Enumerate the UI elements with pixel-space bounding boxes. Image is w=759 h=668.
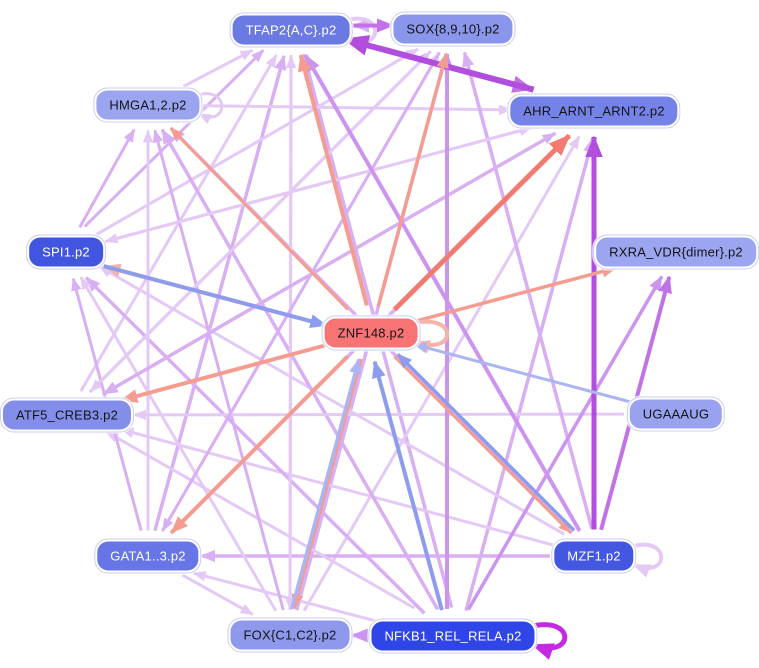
node-mzf1[interactable]: MZF1.p2 bbox=[551, 538, 637, 574]
edge-nfkb-to-znf148 bbox=[372, 360, 444, 611]
node-label: FOX{C1,C2}.p2 bbox=[230, 620, 350, 650]
edge-fox-to-ahr bbox=[302, 135, 581, 612]
node-label: SOX{8,9,10}.p2 bbox=[393, 14, 513, 44]
edge-znf148-to-mzf1 bbox=[393, 355, 572, 534]
node-label: RXRA_VDR{dimer}.p2 bbox=[596, 237, 756, 267]
node-fox[interactable]: FOX{C1,C2}.p2 bbox=[227, 617, 353, 653]
node-hmga[interactable]: HMGA1,2.p2 bbox=[93, 87, 203, 123]
node-tfap2[interactable]: TFAP2{A,C}.p2 bbox=[229, 12, 353, 48]
node-label: AHR_ARNT_ARNT2.p2 bbox=[510, 96, 678, 126]
self-loop-mzf1 bbox=[629, 542, 664, 578]
edge-fox-to-hmga bbox=[152, 129, 285, 611]
edge-mzf1-to-tfap2 bbox=[303, 54, 582, 532]
edge-mzf1-to-spi1 bbox=[98, 265, 565, 536]
edge-znf148-to-tfap2 bbox=[298, 53, 369, 307]
node-atf5[interactable]: ATF5_CREB3.p2 bbox=[0, 397, 135, 433]
edge-nfkb-to-spi1 bbox=[84, 276, 426, 615]
node-gata[interactable]: GATA1..3.p2 bbox=[94, 538, 202, 574]
self-loop-znf148 bbox=[409, 319, 450, 354]
edge-ahr-to-atf5 bbox=[102, 131, 557, 396]
edge-nfkb-to-hmga bbox=[160, 128, 440, 611]
node-rxra[interactable]: RXRA_VDR{dimer}.p2 bbox=[593, 234, 759, 270]
node-label: SPI1.p2 bbox=[29, 237, 103, 267]
edge-spi1-to-hmga bbox=[78, 128, 136, 229]
edge-fox-to-znf148 bbox=[290, 358, 362, 610]
edge-znf148-to-gata bbox=[170, 354, 350, 534]
node-ugaaaug[interactable]: UGAAAUG bbox=[626, 396, 726, 432]
edge-znf148-to-ahr bbox=[392, 133, 572, 312]
node-label: ATF5_CREB3.p2 bbox=[2, 400, 132, 430]
node-label: UGAAAUG bbox=[629, 399, 723, 429]
node-znf148[interactable]: ZNF148.p2 bbox=[321, 315, 421, 351]
node-sox[interactable]: SOX{8,9,10}.p2 bbox=[390, 11, 516, 47]
node-label: MZF1.p2 bbox=[554, 541, 634, 571]
edge-ahr-to-spi1 bbox=[104, 126, 533, 244]
edge-nfkb-to-rxra bbox=[466, 275, 664, 611]
edge-znf148-to-fox bbox=[291, 358, 363, 610]
node-spi1[interactable]: SPI1.p2 bbox=[26, 234, 106, 270]
node-label: TFAP2{A,C}.p2 bbox=[232, 15, 350, 45]
edge-hmga-to-tfap2 bbox=[182, 48, 254, 88]
edge-znf148-to-atf5 bbox=[120, 342, 330, 403]
node-nfkb[interactable]: NFKB1_REL_RELA.p2 bbox=[368, 618, 538, 654]
node-ahr[interactable]: AHR_ARNT_ARNT2.p2 bbox=[507, 93, 681, 129]
edge-znf148-to-sox bbox=[376, 52, 449, 307]
edge-tfap2-to-fox bbox=[284, 54, 296, 610]
edge-gata-to-tfap2 bbox=[153, 54, 287, 532]
edge-gata-to-fox bbox=[181, 573, 254, 616]
node-label: HMGA1,2.p2 bbox=[96, 90, 200, 120]
edge-znf148-to-rxra bbox=[413, 265, 618, 324]
node-label: ZNF148.p2 bbox=[324, 318, 418, 348]
self-loop-hmga bbox=[194, 92, 224, 124]
edge-mzf1-to-znf148 bbox=[396, 353, 576, 532]
edge-ugaaaug-to-atf5 bbox=[133, 409, 625, 421]
edge-fox-to-spi1 bbox=[79, 276, 278, 612]
edge-mzf1-to-atf5 bbox=[120, 427, 555, 547]
edge-sox-to-gata bbox=[161, 51, 441, 532]
node-label: NFKB1_REL_RELA.p2 bbox=[371, 621, 535, 651]
edge-spi1-to-sox bbox=[95, 47, 419, 236]
edge-ugaaaug-to-znf148 bbox=[413, 342, 632, 404]
node-label: GATA1..3.p2 bbox=[97, 541, 199, 571]
edge-spi1-to-znf148 bbox=[103, 264, 328, 328]
self-loop-nfkb bbox=[528, 622, 568, 660]
edge-hmga-to-ahr bbox=[202, 104, 512, 115]
edge-znf148-to-hmga bbox=[169, 127, 350, 311]
